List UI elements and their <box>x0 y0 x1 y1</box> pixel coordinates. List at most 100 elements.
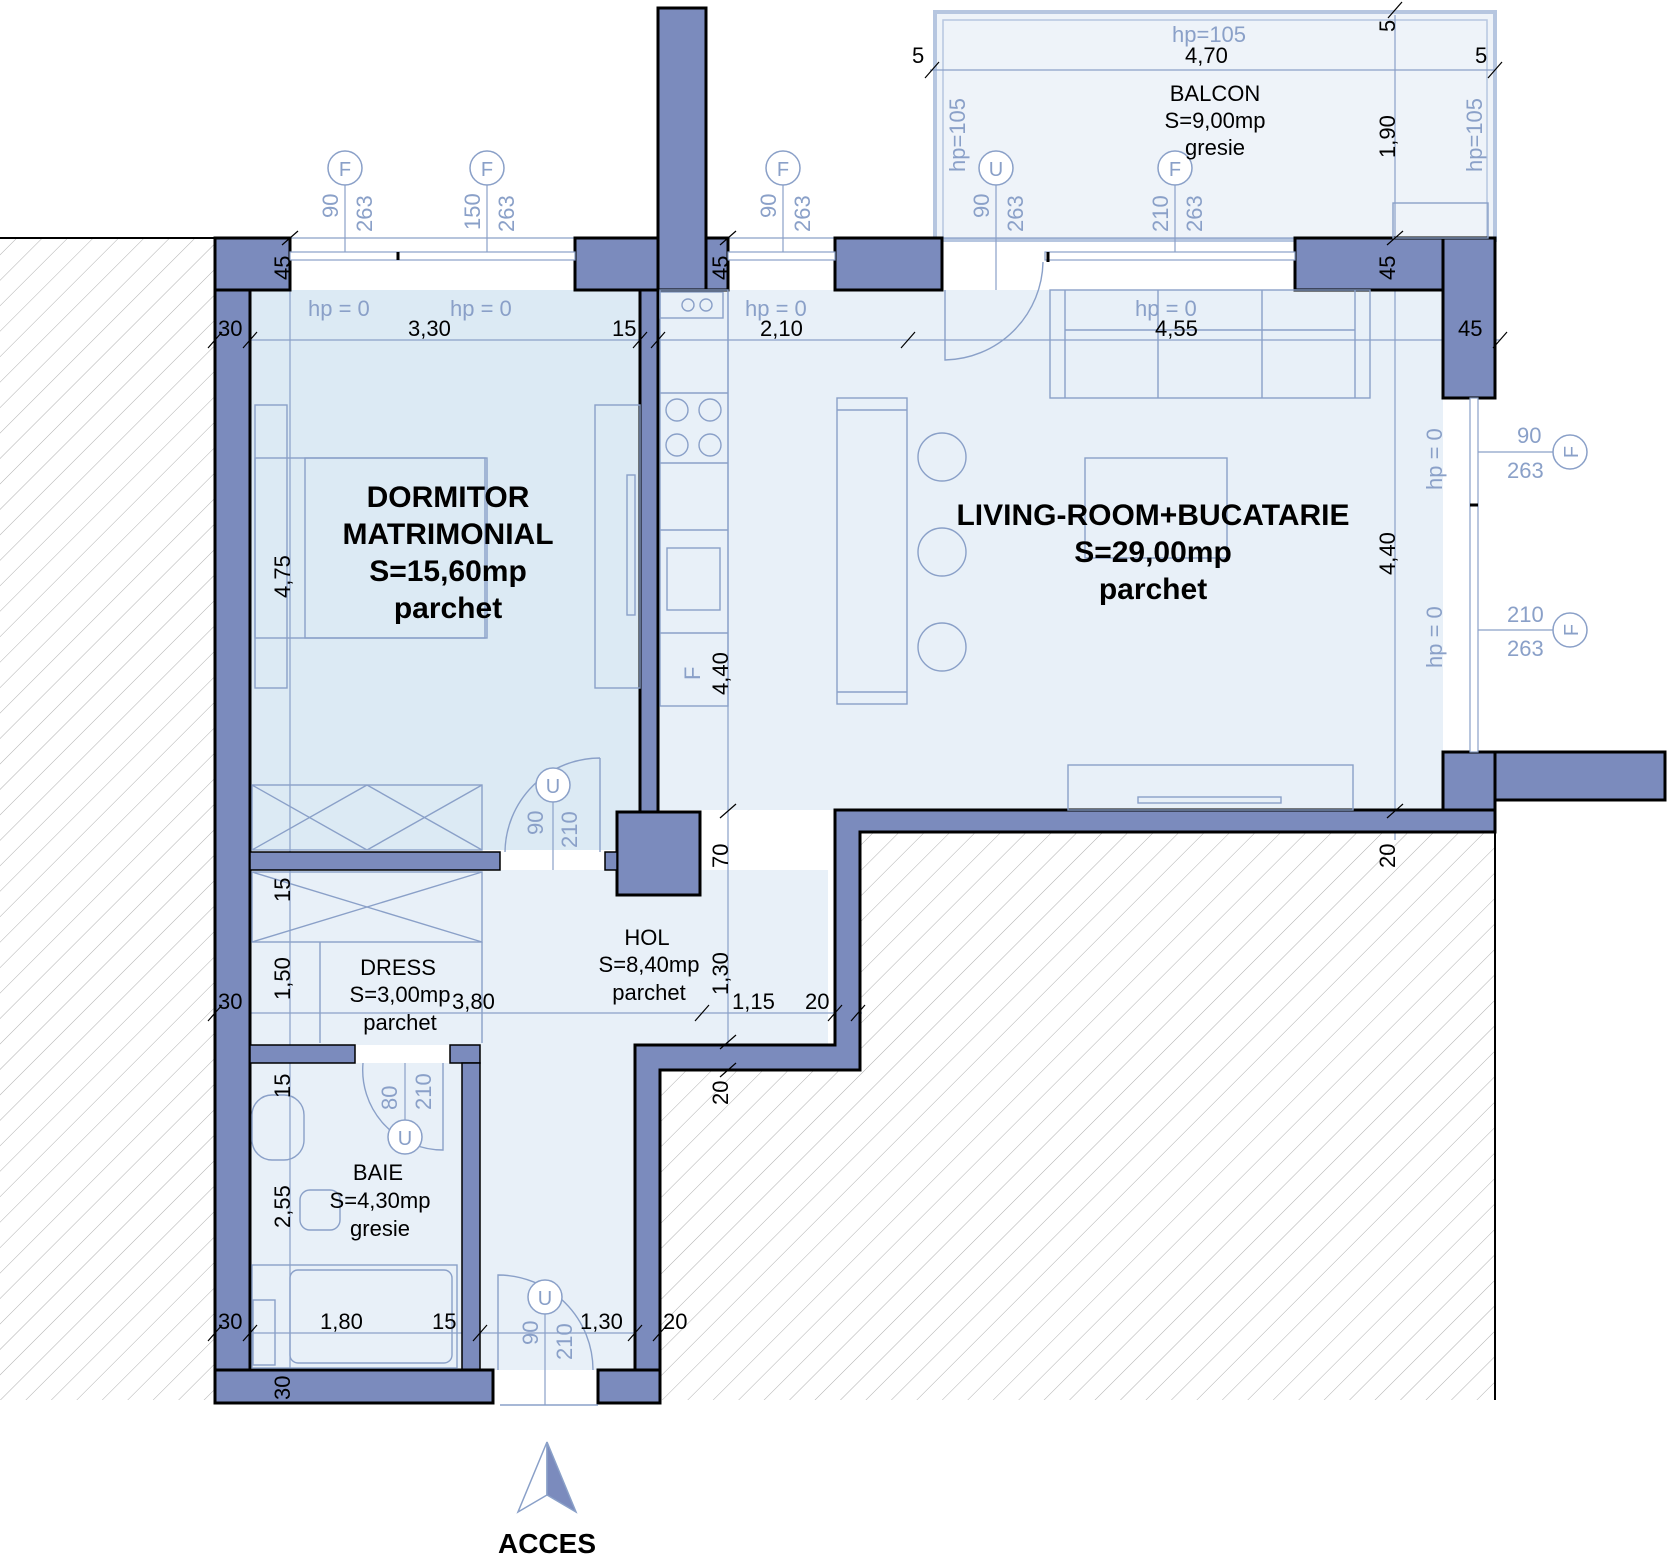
svg-text:F: F <box>339 159 351 181</box>
svg-text:1,50: 1,50 <box>270 957 295 1000</box>
hall-floor-type: parchet <box>612 980 685 1005</box>
svg-text:90: 90 <box>756 194 781 218</box>
walls <box>213 6 1667 1405</box>
left-wall <box>213 236 252 1372</box>
bedroom-floor-type: parchet <box>394 592 502 625</box>
window-tag-2: F 150 263 <box>460 150 519 252</box>
svg-text:1,15: 1,15 <box>732 989 775 1014</box>
exterior-hatching <box>0 237 1496 1400</box>
living-area: S=29,00mp <box>1074 536 1232 569</box>
svg-text:3,80: 3,80 <box>452 989 495 1014</box>
svg-text:3,30: 3,30 <box>408 316 451 341</box>
svg-text:hp=105: hp=105 <box>1462 98 1487 172</box>
svg-text:263: 263 <box>352 195 377 232</box>
dimension-ticks <box>207 1 1508 1342</box>
svg-text:F: F <box>481 159 493 181</box>
svg-text:5: 5 <box>1475 43 1487 68</box>
svg-text:210: 210 <box>557 811 582 848</box>
room-floors <box>250 10 1497 1370</box>
dimension-labels: 45 45 45 45 30 3,30 15 2,10 4,55 4,75 4,… <box>218 20 1487 1400</box>
dress-hall-floor <box>250 870 828 1045</box>
window-tag-5: F 90 263 <box>1478 423 1588 483</box>
svg-text:U: U <box>398 1128 412 1150</box>
sofa <box>1049 289 1371 399</box>
hp-labels: hp = 0 hp = 0 hp = 0 hp = 0 hp = 0 hp = … <box>308 22 1487 668</box>
svg-text:70: 70 <box>708 844 733 868</box>
svg-text:5: 5 <box>912 43 924 68</box>
svg-text:F: F <box>1561 446 1583 458</box>
svg-text:hp = 0: hp = 0 <box>745 296 807 321</box>
svg-text:5: 5 <box>1375 20 1400 32</box>
bedroom-name-2: MATRIMONIAL <box>342 518 553 551</box>
svg-text:2,10: 2,10 <box>760 316 803 341</box>
svg-text:20: 20 <box>708 1081 733 1105</box>
svg-text:1,30: 1,30 <box>580 1309 623 1334</box>
svg-text:20: 20 <box>1375 844 1400 868</box>
door-tag-entrance: U 90 210 <box>518 1279 577 1405</box>
svg-text:hp = 0: hp = 0 <box>308 296 370 321</box>
coffee-table <box>1084 457 1228 559</box>
bath-floor <box>250 1063 462 1370</box>
window-tag-6: F 210 263 <box>1478 602 1588 661</box>
svg-text:90: 90 <box>969 194 994 218</box>
svg-text:263: 263 <box>1507 458 1544 483</box>
room-labels: DORMITOR MATRIMONIAL S=15,60mp parchet L… <box>330 81 1350 1241</box>
bedroom-area: S=15,60mp <box>369 555 527 588</box>
svg-text:210: 210 <box>552 1323 577 1360</box>
svg-text:U: U <box>546 776 560 798</box>
svg-text:F: F <box>1561 624 1583 636</box>
svg-text:30: 30 <box>218 989 242 1014</box>
bathtub <box>251 1264 458 1369</box>
svg-text:4,40: 4,40 <box>1375 532 1400 575</box>
svg-text:30: 30 <box>218 316 242 341</box>
tv-unit <box>1067 764 1354 811</box>
svg-text:20: 20 <box>663 1309 687 1334</box>
wardrobe <box>594 404 641 689</box>
balcony-name: BALCON <box>1170 81 1260 106</box>
svg-text:90: 90 <box>523 811 548 835</box>
svg-text:45: 45 <box>708 256 733 280</box>
svg-text:U: U <box>989 159 1003 181</box>
svg-text:4,70: 4,70 <box>1185 43 1228 68</box>
access-label: ACCES <box>498 1528 596 1554</box>
svg-text:210: 210 <box>411 1073 436 1110</box>
svg-text:hp = 0: hp = 0 <box>1422 606 1447 668</box>
svg-text:F: F <box>777 159 789 181</box>
bedroom-floor <box>250 290 640 850</box>
svg-text:90: 90 <box>518 1321 543 1345</box>
svg-text:15: 15 <box>270 1074 295 1098</box>
balcony-area: S=9,00mp <box>1165 108 1266 133</box>
svg-text:45: 45 <box>1458 316 1482 341</box>
svg-text:F: F <box>1169 159 1181 181</box>
dress-floor-type: parchet <box>363 1010 436 1035</box>
svg-text:4,40: 4,40 <box>708 652 733 695</box>
svg-text:hp = 0: hp = 0 <box>1135 296 1197 321</box>
door-tag-bath: U 80 210 <box>377 1063 436 1155</box>
svg-text:2,55: 2,55 <box>270 1185 295 1228</box>
door-tag-bedroom: U 90 210 <box>523 767 582 870</box>
svg-text:1,90: 1,90 <box>1375 115 1400 158</box>
access-arrow-icon <box>516 1441 578 1514</box>
hall-area: S=8,40mp <box>599 952 700 977</box>
bath-floor-type: gresie <box>350 1216 410 1241</box>
svg-text:F: F <box>680 667 705 680</box>
dress-name: DRESS <box>360 955 436 980</box>
living-name: LIVING-ROOM+BUCATARIE <box>956 499 1349 532</box>
door-tag-balcony: U 90 263 <box>969 150 1028 290</box>
living-hall-wall <box>633 808 1497 1372</box>
svg-text:80: 80 <box>377 1086 402 1110</box>
svg-text:hp=105: hp=105 <box>1172 22 1246 47</box>
window-tag-1: F 90 263 <box>318 150 377 252</box>
svg-text:263: 263 <box>1507 636 1544 661</box>
svg-text:30: 30 <box>218 1309 242 1334</box>
svg-text:hp = 0: hp = 0 <box>450 296 512 321</box>
svg-text:263: 263 <box>1003 195 1028 232</box>
kitchen-island <box>836 397 908 705</box>
svg-text:90: 90 <box>1517 423 1541 448</box>
svg-text:263: 263 <box>494 195 519 232</box>
bedroom-name: DORMITOR <box>367 481 530 514</box>
opening-tags: F 90 263 F 150 263 F 90 263 U 90 263 <box>318 150 1588 1405</box>
svg-text:20: 20 <box>805 989 829 1014</box>
svg-text:90: 90 <box>318 194 343 218</box>
